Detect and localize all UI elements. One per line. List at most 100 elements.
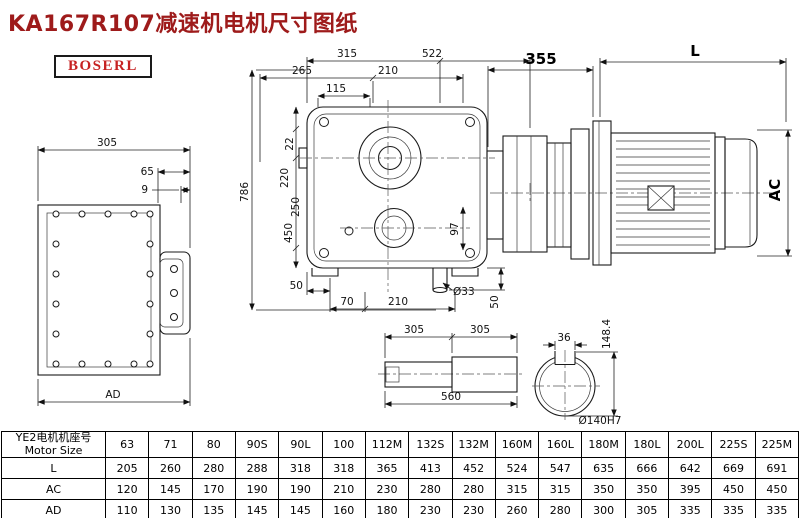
table-cell: 450 (754, 478, 800, 501)
gearbox-side-view: 315 522 265 210 115 786 22 220 250 450 9… (239, 48, 531, 313)
table-cell: 135 (191, 499, 236, 518)
table-cell: 110 (104, 499, 150, 518)
dim-motor-L: L (690, 42, 700, 60)
table-cell: 260 (148, 457, 193, 480)
dim-side-115: 115 (326, 83, 346, 95)
table-cell: 335 (711, 499, 756, 518)
dim-side-50-right: 50 (489, 295, 501, 308)
motor-assembly-view: 355 L AC (486, 42, 792, 266)
table-cell: 280 (538, 499, 583, 518)
table-header-motor-size: YE2电机机座号 Motor Size (1, 430, 106, 459)
motor-size-label-zh: YE2电机机座号 (15, 431, 92, 444)
dim-front-65: 65 (141, 166, 154, 178)
table-cell: 190 (278, 478, 323, 501)
table-cell: 280 (191, 457, 236, 480)
dim-shaft-560: 560 (441, 391, 461, 403)
table-cell: 280 (451, 478, 496, 501)
table-cell: 318 (278, 457, 323, 480)
table-cell: 305 (624, 499, 670, 518)
drawing-canvas: 305 65 9 AD 315 522 265 (37, 42, 792, 427)
dim-side-d33: Ø33 (453, 286, 475, 298)
table-cell: 691 (754, 457, 800, 480)
table-cell: 350 (581, 478, 626, 501)
shaft-end-view: 36 148.4 Ø140H7 (532, 319, 621, 427)
motor-frame-column-header: 100 (321, 430, 366, 459)
table-cell: 300 (581, 499, 626, 518)
motor-frame-column-header: 90S (234, 430, 280, 459)
output-shaft-view: 305 305 560 (378, 324, 524, 408)
table-cell: 365 (364, 457, 410, 480)
dim-side-70: 70 (340, 296, 353, 308)
dim-side-50-left: 50 (290, 280, 303, 292)
table-cell: 170 (191, 478, 236, 501)
row-label: L (1, 457, 106, 480)
motor-frame-column-header: 112M (364, 430, 410, 459)
table-cell: 145 (148, 478, 193, 501)
motor-frame-column-header: 200L (668, 430, 713, 459)
row-label: AD (1, 499, 106, 518)
motor-frame-column-header: 225S (711, 430, 756, 459)
dim-side-210-top: 210 (378, 65, 398, 77)
dim-side-315: 315 (337, 48, 357, 60)
dim-side-450: 450 (283, 223, 295, 243)
motor-frame-column-header: 71 (148, 430, 193, 459)
table-cell: 230 (408, 499, 453, 518)
table-cell: 145 (234, 499, 280, 518)
motor-frame-column-header: 63 (104, 430, 150, 459)
motor-frame-column-header: 132S (408, 430, 453, 459)
page-title: KA167R107减速机电机尺寸图纸 (8, 12, 358, 37)
dim-side-97: 97 (449, 222, 461, 235)
table-cell: 642 (668, 457, 713, 480)
table-cell: 315 (538, 478, 583, 501)
table-cell: 395 (668, 478, 713, 501)
dim-side-786: 786 (239, 182, 251, 202)
table-cell: 635 (581, 457, 626, 480)
dim-motor-AC: AC (766, 179, 784, 202)
dim-side-522: 522 (422, 48, 442, 60)
table-cell: 205 (104, 457, 150, 480)
motor-frame-column-header: 80 (191, 430, 236, 459)
dim-front-AD: AD (105, 389, 120, 401)
table-cell: 230 (451, 499, 496, 518)
table-cell: 160 (321, 499, 366, 518)
table-cell: 120 (104, 478, 150, 501)
motor-frame-column-header: 180M (581, 430, 626, 459)
table-cell: 318 (321, 457, 366, 480)
table-cell: 130 (148, 499, 193, 518)
row-label: AC (1, 478, 106, 501)
table-cell: 145 (278, 499, 323, 518)
table-cell: 210 (321, 478, 366, 501)
table-cell: 280 (408, 478, 453, 501)
table-cell: 350 (624, 478, 670, 501)
dim-front-9: 9 (141, 184, 148, 196)
table-cell: 230 (364, 478, 410, 501)
table-cell: 666 (624, 457, 670, 480)
motor-frame-column-header: 160M (494, 430, 540, 459)
dim-shaft-305-a: 305 (404, 324, 424, 336)
table-cell: 335 (754, 499, 800, 518)
table-cell: 190 (234, 478, 280, 501)
dim-bore-140H7: Ø140H7 (579, 415, 622, 427)
motor-frame-column-header: 225M (754, 430, 800, 459)
dim-bore-148: 148.4 (601, 319, 613, 349)
table-cell: 413 (408, 457, 453, 480)
dim-front-305: 305 (97, 137, 117, 149)
motor-size-label-en: Motor Size (24, 443, 83, 457)
motor-frame-column-header: 90L (278, 430, 323, 459)
gearbox-front-view: 305 65 9 AD (37, 137, 191, 406)
table-cell: 260 (494, 499, 540, 518)
dim-key-36: 36 (557, 332, 571, 344)
table-cell: 450 (711, 478, 756, 501)
table-cell: 669 (711, 457, 756, 480)
motor-frame-column-header: 160L (538, 430, 583, 459)
dim-motor-355: 355 (525, 50, 556, 68)
brand-logo: BOSERL (54, 55, 152, 78)
motor-frame-column-header: 180L (624, 430, 670, 459)
table-cell: 547 (538, 457, 583, 480)
dim-side-22: 22 (284, 137, 296, 150)
dim-side-220: 220 (279, 168, 291, 188)
